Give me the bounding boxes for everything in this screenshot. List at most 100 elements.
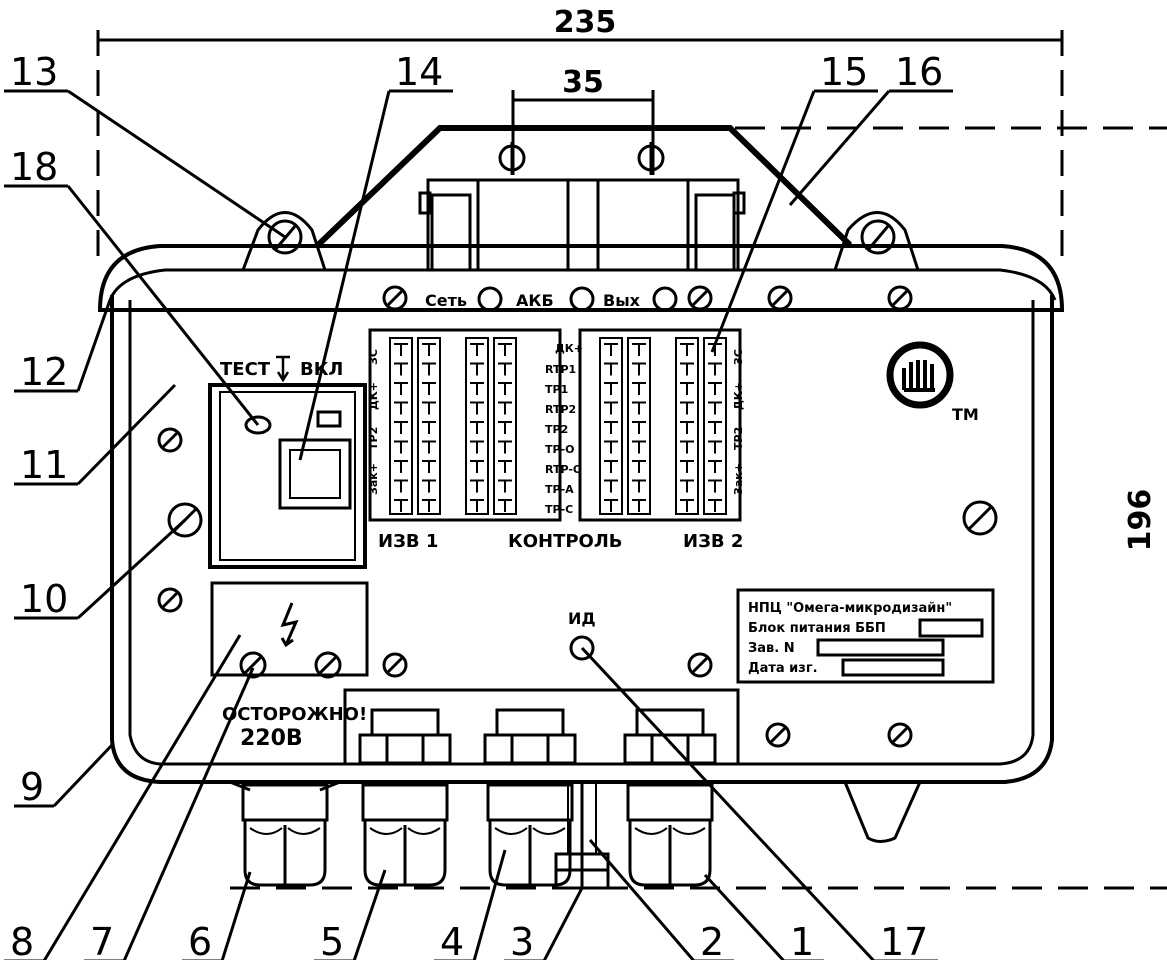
callout-leader: [298, 90, 391, 461]
terminal-blocks: [368, 328, 742, 522]
terminal-label: ТР-А: [545, 483, 574, 496]
dimension-spacing: 35: [511, 65, 655, 175]
dimension-spacing-value: 35: [562, 65, 604, 100]
callout-leader: [76, 299, 112, 392]
warning-cover: ОСТОРОЖНО! 220В: [210, 581, 369, 751]
top-bracket: [315, 125, 853, 248]
cable-glands: [241, 708, 717, 887]
terminal-block-right: [578, 328, 742, 522]
warning-line1: ОСТОРОЖНО!: [222, 704, 367, 725]
callout-number: 12: [20, 350, 68, 394]
side-label: ЗС: [367, 349, 380, 365]
dimension-width-value: 235: [554, 5, 617, 40]
warning-line2: 220В: [240, 726, 303, 751]
side-label: Зак+: [367, 463, 380, 495]
test-label: ТЕСТ: [220, 359, 271, 380]
callout-number: 8: [10, 920, 34, 960]
dimension-width: 235: [96, 5, 1064, 270]
cable-gland: [623, 708, 717, 887]
battery-label: АКБ: [516, 291, 554, 310]
terminal-label: RTP-O: [545, 463, 582, 476]
right-block-label: ИЗВ 2: [683, 531, 743, 552]
breaker-switch: [278, 438, 352, 510]
callout-leader: [472, 849, 507, 960]
callout-leader: [122, 667, 255, 960]
nameplate-line2: Блок питания ББП: [748, 621, 886, 636]
callout-leader: [220, 871, 252, 960]
mounting-lug-left: [241, 211, 327, 271]
terminal-block-left: [368, 328, 562, 522]
callout-number: 9: [20, 765, 44, 809]
callout-number: 18: [10, 145, 58, 189]
mounting-screw-left: [498, 142, 526, 175]
callout-leader: [542, 887, 584, 960]
callout-number: 13: [10, 50, 58, 94]
indicator-label: ИД: [568, 609, 596, 628]
side-label: ДК+: [367, 382, 380, 410]
callout-leader: [352, 869, 387, 960]
nameplate-line3: Зав. N: [748, 641, 795, 656]
network-label: Сеть: [425, 291, 467, 310]
terminal-label: RTP2: [545, 403, 576, 416]
cable-gland: [241, 783, 329, 887]
breaker-module: ТЕСТ ВКЛ: [208, 355, 367, 569]
control-label: КОНТРОЛЬ: [508, 531, 623, 552]
terminal-labels: ДК+ RTP1 ТР1 RTP2 ТР2 ТР-О RTP-O ТР-А ТР…: [545, 342, 583, 516]
test-led: [244, 415, 272, 435]
battery-led: [569, 286, 595, 312]
side-label: ДК+: [732, 382, 745, 410]
network-led: [477, 286, 503, 312]
output-label: Вых: [603, 291, 641, 310]
callout-number: 5: [320, 920, 344, 960]
terminal-label: ТР-С: [545, 503, 573, 516]
callout-leader: [703, 873, 786, 960]
cable-gland: [483, 708, 577, 887]
cable-gland: [358, 708, 452, 887]
callout-number: 11: [20, 443, 68, 487]
dimension-height: 196: [230, 126, 1167, 890]
terminal-label: ТР-О: [545, 443, 574, 456]
callout-number: 4: [440, 920, 464, 960]
side-label: ЗС: [732, 349, 745, 365]
callout-leader: [76, 518, 187, 620]
callout-leader: [588, 839, 696, 960]
bottom-cover: [343, 688, 740, 764]
callout-number: 7: [90, 920, 114, 960]
mounting-screw-right: [637, 142, 665, 175]
ground-terminal: [554, 781, 610, 890]
callout-leader: [76, 383, 177, 486]
terminal-label: ДК+: [555, 342, 583, 355]
callout-leader: [52, 743, 114, 808]
callout-leader: [67, 89, 286, 239]
callout-number: 3: [510, 920, 534, 960]
left-side-labels: ЗС ДК+ ТР2 Зак+: [367, 349, 380, 495]
housing-screws: [157, 285, 998, 748]
terminal-label: RTP1: [545, 363, 576, 376]
callout-leader: [710, 90, 816, 353]
indicator-row: Сеть АКБ Вых: [425, 286, 678, 312]
dimension-height-value: 196: [1123, 489, 1158, 552]
callout-number: 16: [895, 50, 943, 94]
nameplate-line4: Дата изг.: [748, 661, 818, 676]
output-led: [652, 286, 678, 312]
callout-number: 15: [820, 50, 868, 94]
callout-number: 2: [700, 920, 724, 960]
side-label: ТР2: [367, 427, 380, 450]
indicator-id: ИД: [568, 609, 596, 661]
callout-leader: [580, 646, 876, 960]
trademark-label: ТМ: [952, 405, 979, 424]
left-block-label: ИЗВ 1: [378, 531, 438, 552]
terminal-label: ТР2: [545, 423, 568, 436]
nameplate: НПЦ "Омега-микродизайн" Блок питания ББП…: [736, 588, 995, 684]
callout-number: 1: [790, 920, 814, 960]
company-logo: ТМ: [886, 341, 979, 424]
battery-holder: [418, 178, 746, 272]
callout-leader: [42, 634, 242, 960]
side-label: ТР2: [732, 427, 745, 450]
nameplate-line1: НПЦ "Омега-микродизайн": [748, 601, 952, 616]
right-side-labels: ЗС ДК+ ТР2 Зак+: [732, 349, 745, 495]
callout-number: 6: [188, 920, 212, 960]
callout-leader: [66, 185, 260, 426]
